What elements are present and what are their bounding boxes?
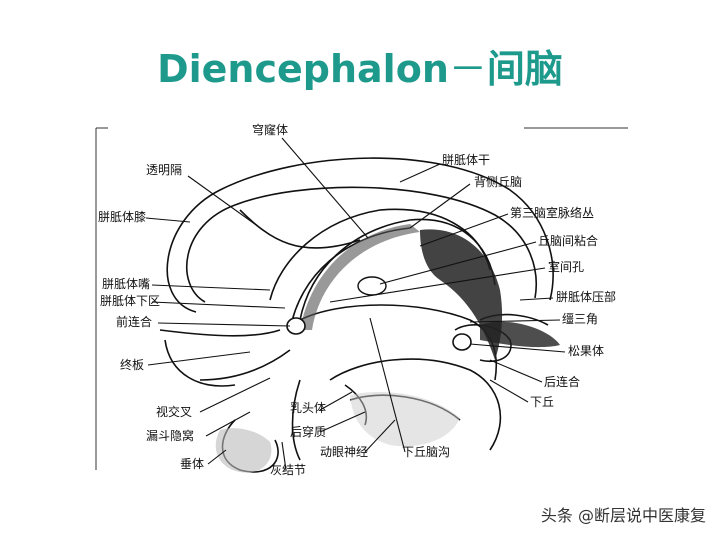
interventricular-foramen-shape bbox=[357, 276, 387, 296]
title-en: Diencephalon bbox=[157, 47, 449, 91]
label-habenular-trigone: 缰三角 bbox=[562, 312, 598, 326]
label-infundibular-recess: 漏斗隐窝 bbox=[146, 428, 194, 443]
label-hypophysis: 垂体 bbox=[180, 457, 204, 471]
label-optic-chiasm: 视交叉 bbox=[156, 404, 192, 419]
watermark: 头条 @断层说中医康复 bbox=[540, 506, 706, 525]
leader-lines bbox=[145, 137, 566, 471]
label-inferior-colliculus: 下丘 bbox=[530, 395, 554, 409]
title-separator: － bbox=[448, 47, 487, 91]
posterior-commissure-shape bbox=[452, 333, 472, 351]
label-posterior-perforated-substance: 后穿质 bbox=[290, 424, 326, 439]
label-oculomotor-nerve: 动眼神经 bbox=[320, 445, 368, 459]
pineal-shading bbox=[480, 321, 560, 348]
brainstem-stipple bbox=[350, 391, 460, 447]
label-tuber-cinereum: 灰结节 bbox=[270, 463, 306, 477]
label-septum-pellucidum: 透明隔 bbox=[146, 163, 182, 177]
label-lamina-terminalis: 终板 bbox=[120, 357, 144, 372]
frame-marks bbox=[95, 127, 628, 470]
label-hypothalamic-sulcus: 下丘脑沟 bbox=[402, 445, 450, 459]
hypophysis-stipple bbox=[215, 428, 272, 473]
fornix-fibers bbox=[300, 224, 420, 330]
label-corpus-callosum-splenium: 胼胝体压部 bbox=[556, 289, 616, 304]
label-corpus-callosum-trunk: 胼胝体干 bbox=[442, 152, 490, 167]
label-fornix: 穹窿体 bbox=[252, 122, 288, 137]
label-corpus-callosum-genu: 胼胝体膝 bbox=[98, 209, 146, 224]
label-subcallosal-area: 胼胝体下区 bbox=[100, 293, 160, 308]
label-corpus-callosum-rostrum: 胼胝体嘴 bbox=[102, 276, 150, 291]
label-anterior-commissure: 前连合 bbox=[116, 314, 152, 329]
page-title: Diencephalon－间脑 bbox=[0, 38, 720, 93]
label-pineal-body: 松果体 bbox=[568, 344, 604, 358]
label-dorsal-thalamus: 背侧丘脑 bbox=[474, 175, 522, 189]
label-interventricular-foramen: 室间孔 bbox=[548, 259, 584, 274]
title-zh: 间脑 bbox=[486, 47, 563, 91]
label-posterior-commissure: 后连合 bbox=[544, 374, 580, 389]
label-interthalamic-adhesion: 丘脑间粘合 bbox=[538, 233, 598, 248]
label-mammillary-body: 乳头体 bbox=[290, 401, 326, 415]
label-third-ventricle-choroid: 第三脑室脉络丛 bbox=[510, 205, 594, 220]
